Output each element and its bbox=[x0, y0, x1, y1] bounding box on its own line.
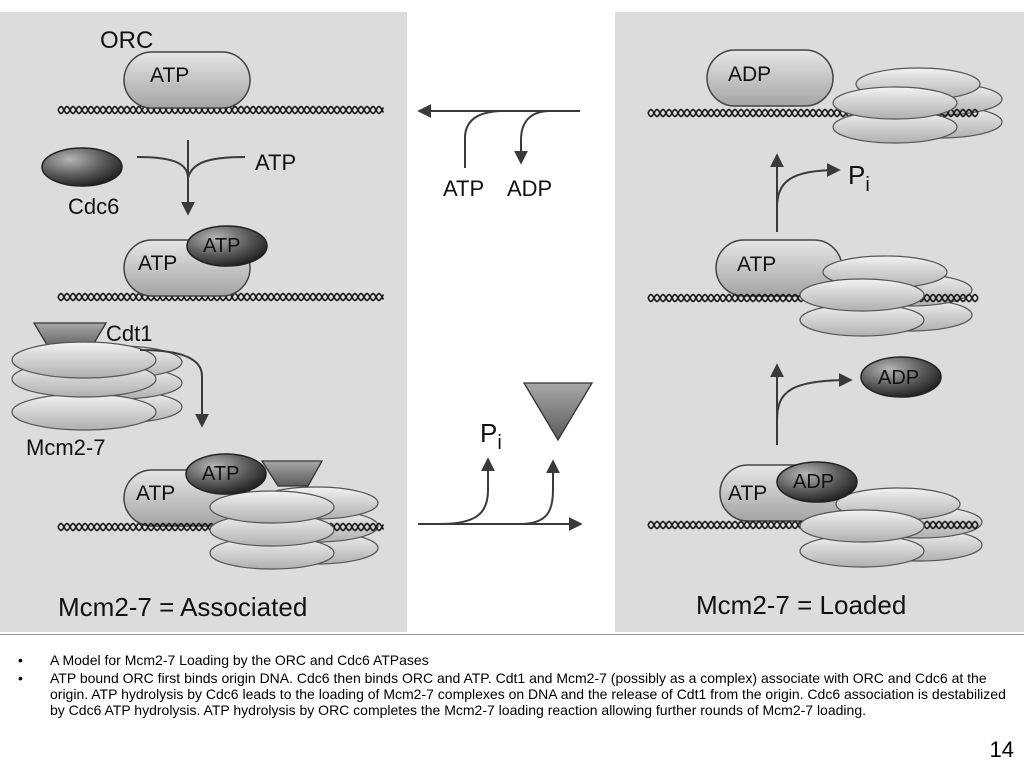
mcm2-7-double-hexamer bbox=[799, 509, 925, 568]
pi-release-curve bbox=[439, 457, 495, 525]
page-number: 14 bbox=[989, 737, 1014, 762]
orc-nucleotide-label: ADP bbox=[728, 63, 771, 86]
mcm2-7-complex bbox=[209, 490, 335, 570]
bullet-marker: • bbox=[18, 652, 23, 668]
cdt1-protein bbox=[260, 460, 324, 487]
cdc6-label: Cdc6 bbox=[68, 194, 119, 219]
pi-release-curve bbox=[776, 163, 841, 209]
cdc6-protein bbox=[186, 225, 268, 267]
loaded-caption: Mcm2-7 = Loaded bbox=[696, 590, 906, 620]
mcm2-7-double-hexamer bbox=[832, 86, 958, 144]
right-pi-label: Pi bbox=[848, 160, 870, 196]
orc-nucleotide-label: ATP bbox=[737, 253, 776, 276]
cdt1-label: Cdt1 bbox=[106, 321, 152, 346]
atp-input-label: ATP bbox=[255, 150, 296, 175]
middle-adp-label: ADP bbox=[507, 176, 552, 201]
mcm-subunit bbox=[799, 509, 925, 543]
mcm-subunit bbox=[799, 278, 925, 312]
bullet-text: ATP bound ORC first binds origin DNA. Cd… bbox=[50, 670, 1006, 718]
cdt1-release-curve bbox=[519, 459, 560, 525]
pi-subscript: i bbox=[865, 174, 869, 196]
cdc6-protein bbox=[41, 147, 123, 187]
adp-out-curve bbox=[514, 110, 549, 165]
mcm-subunit bbox=[832, 86, 958, 120]
adp-cdc6-release-curve bbox=[776, 373, 853, 421]
orc-protein bbox=[706, 49, 834, 107]
description-bullets: • A Model for Mcm2-7 Loading by the ORC a… bbox=[18, 652, 1018, 720]
mcm-subunit bbox=[11, 393, 157, 431]
atp-in-curve bbox=[464, 110, 501, 168]
bullet-item: • A Model for Mcm2-7 Loading by the ORC a… bbox=[18, 652, 1018, 668]
divider-line bbox=[0, 634, 1024, 635]
mcm-subunit bbox=[11, 341, 157, 379]
middle-atp-label: ATP bbox=[443, 176, 484, 201]
orc-protein bbox=[123, 51, 251, 109]
cdc6-protein bbox=[185, 453, 267, 495]
bullet-text: A Model for Mcm2-7 Loading by the ORC an… bbox=[50, 652, 429, 668]
orc-nucleotide-label: ATP bbox=[728, 482, 767, 505]
join-arrow-atp bbox=[187, 156, 246, 179]
middle-pi-label: Pi bbox=[480, 418, 502, 454]
orc-label: ORC bbox=[100, 27, 153, 54]
associated-caption: Mcm2-7 = Associated bbox=[58, 592, 307, 622]
bullet-marker: • bbox=[18, 670, 23, 686]
orc-nucleotide-label: ATP bbox=[150, 64, 189, 87]
released-cdt1 bbox=[522, 382, 594, 442]
mcm2-7-label: Mcm2-7 bbox=[26, 435, 105, 460]
bullet-item: • ATP bound ORC first binds origin DNA. C… bbox=[18, 670, 1018, 718]
pi-subscript: i bbox=[497, 432, 501, 454]
cdc6-nucleotide-label: ATP bbox=[202, 463, 239, 485]
orc-nucleotide-label: ATP bbox=[138, 252, 177, 275]
cdc6-nucleotide-label: ADP bbox=[793, 471, 834, 493]
released-cdc6-label: ADP bbox=[878, 367, 919, 389]
pi-letter: P bbox=[848, 160, 865, 190]
mcm2-7-double-hexamer bbox=[799, 278, 925, 337]
mcm2-7-complex bbox=[11, 341, 183, 431]
orc-nucleotide-label: ATP bbox=[136, 482, 175, 505]
cdc6-protein bbox=[776, 461, 858, 503]
cdc6-nucleotide-label: ATP bbox=[203, 235, 240, 257]
step2-arrow bbox=[139, 349, 209, 428]
mcm-subunit bbox=[209, 490, 335, 524]
mcm-loading-diagram: ORC ATP Cdc6 ATP ATP ATP Cdt1 Mcm2-7 ATP… bbox=[0, 12, 1024, 632]
pi-letter: P bbox=[480, 418, 497, 448]
released-cdc6 bbox=[860, 356, 942, 398]
